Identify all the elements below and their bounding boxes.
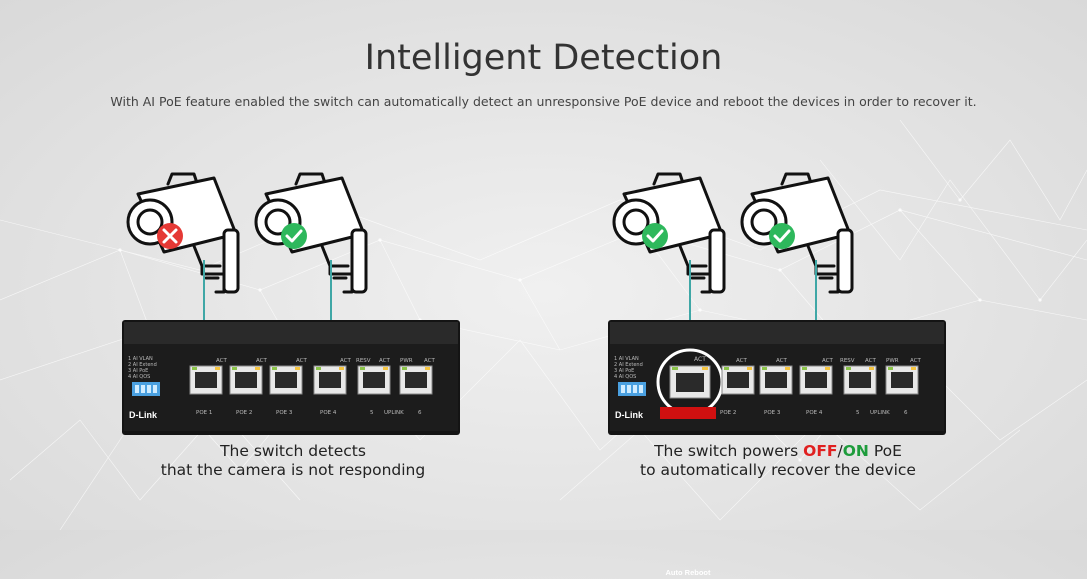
svg-text:RESV: RESV <box>840 358 855 364</box>
svg-text:PWR: PWR <box>886 358 899 364</box>
dip-label: 1 AI VLAN <box>128 356 153 362</box>
svg-text:5: 5 <box>856 410 860 416</box>
svg-text:POE 4: POE 4 <box>320 410 337 416</box>
dip-label: 1 AI VLAN <box>614 356 639 362</box>
caption-prefix: The switch powers <box>654 442 804 460</box>
poe-switch: 1 AI VLAN 2 AI Extend 3 AI PoE 4 AI QOS … <box>608 320 946 435</box>
svg-text:PWR: PWR <box>400 358 413 364</box>
svg-text:ACT: ACT <box>910 358 922 364</box>
left-caption: The switch detects that the camera is no… <box>93 442 493 480</box>
right-diagram: 1 AI VLAN 2 AI Extend 3 AI PoE 4 AI QOS … <box>604 160 954 577</box>
svg-text:POE 2: POE 2 <box>720 410 736 416</box>
dip-label: 3 AI PoE <box>614 368 634 374</box>
auto-reboot-badge <box>660 407 716 419</box>
svg-text:UPLINK: UPLINK <box>384 410 404 416</box>
check-status-icon <box>769 223 795 249</box>
right-caption-line2: to automatically recover the device <box>640 461 916 479</box>
brand-logo: D-Link <box>129 410 158 420</box>
auto-reboot-badge-label: Auto Reboot <box>665 568 711 577</box>
dip-label: 4 AI QOS <box>614 374 636 380</box>
camera-icon <box>126 172 240 294</box>
check-status-icon <box>642 223 668 249</box>
error-status-icon <box>157 223 183 249</box>
brand-logo: D-Link <box>615 410 644 420</box>
left-caption-line1: The switch detects <box>220 442 366 460</box>
svg-text:POE 3: POE 3 <box>276 410 293 416</box>
left-caption-line2: that the camera is not responding <box>160 461 426 479</box>
svg-text:ACT: ACT <box>340 358 352 364</box>
check-status-icon <box>281 223 307 249</box>
dip-label: 3 AI PoE <box>128 368 148 374</box>
svg-text:ACT: ACT <box>736 358 748 364</box>
svg-text:6: 6 <box>418 410 422 416</box>
camera-icon <box>254 172 368 294</box>
svg-text:ACT: ACT <box>865 358 877 364</box>
svg-text:POE 1: POE 1 <box>196 410 212 416</box>
off-label: OFF <box>803 442 838 460</box>
svg-text:ACT: ACT <box>776 358 788 364</box>
dip-label: 2 AI Extend <box>128 362 157 368</box>
on-label: ON <box>842 442 869 460</box>
caption-suffix: PoE <box>868 442 902 460</box>
right-caption: The switch powers OFF/ON PoE to automati… <box>578 442 978 480</box>
svg-text:ACT: ACT <box>424 358 436 364</box>
svg-text:ACT: ACT <box>296 358 308 364</box>
dip-label: 4 AI QOS <box>128 374 150 380</box>
svg-text:ACT: ACT <box>216 358 228 364</box>
svg-text:POE 2: POE 2 <box>236 410 252 416</box>
left-diagram: 1 AI VLAN 2 AI Extend 3 AI PoE 4 AI QOS … <box>118 160 468 490</box>
svg-text:ACT: ACT <box>694 356 706 363</box>
svg-text:UPLINK: UPLINK <box>870 410 890 416</box>
caption-sep: / <box>837 442 843 460</box>
dip-label: 2 AI Extend <box>614 362 643 368</box>
svg-text:POE 4: POE 4 <box>806 410 823 416</box>
page-title: Intelligent Detection <box>364 38 723 78</box>
page-subtitle: With AI PoE feature enabled the switch c… <box>110 94 977 109</box>
poe-switch: 1 AI VLAN 2 AI Extend 3 AI PoE 4 AI QOS … <box>122 320 460 435</box>
camera-icon <box>612 172 726 294</box>
camera-icon <box>740 172 854 294</box>
svg-text:ACT: ACT <box>822 358 834 364</box>
svg-text:POE 3: POE 3 <box>764 410 781 416</box>
svg-text:RESV: RESV <box>356 358 371 364</box>
svg-text:5: 5 <box>370 410 374 416</box>
right-caption-line1: The switch powers OFF/ON PoE <box>578 442 978 461</box>
svg-text:6: 6 <box>904 410 908 416</box>
svg-text:ACT: ACT <box>379 358 391 364</box>
svg-text:ACT: ACT <box>256 358 268 364</box>
